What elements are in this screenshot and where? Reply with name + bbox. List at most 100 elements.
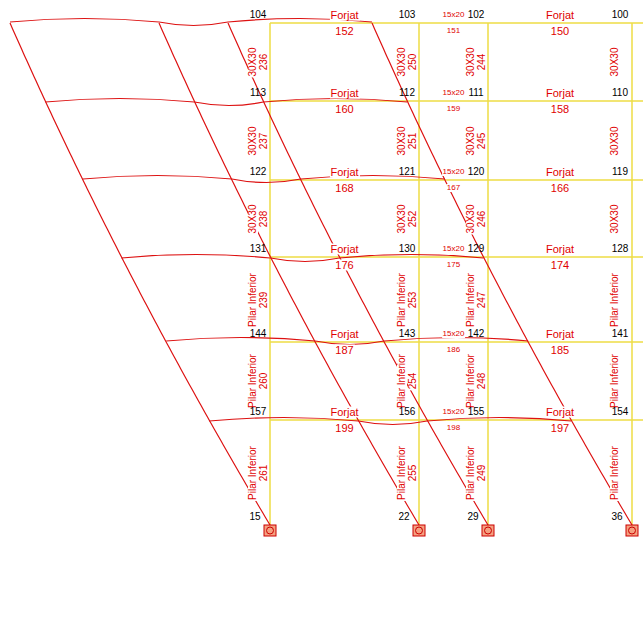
- column-label: 30X30: [610, 47, 620, 78]
- joint-number: 129: [468, 244, 485, 254]
- beam-label: 160: [334, 104, 354, 115]
- column-label: 30X30: [397, 125, 407, 156]
- beam-label: 166: [550, 183, 570, 194]
- joint-number: 104: [250, 10, 267, 20]
- beam-label: Forjat: [329, 329, 359, 340]
- beam-label: Forjat: [329, 10, 359, 21]
- column-label: 30X30: [397, 47, 407, 78]
- support-number: 15: [249, 512, 260, 522]
- beam-label: 15x20: [442, 330, 466, 338]
- column-label: 253: [408, 290, 418, 309]
- beam-label: Forjat: [329, 244, 359, 255]
- support-symbol: [267, 527, 274, 534]
- column-label: Pilar Inferior: [397, 272, 407, 328]
- column-label: 255: [408, 463, 418, 482]
- joint-number: 103: [399, 10, 416, 20]
- joint-number: 119: [612, 167, 628, 177]
- column-label: 246: [477, 209, 487, 228]
- support-symbol: [629, 527, 636, 534]
- column-label: Pilar Inferior: [397, 445, 407, 501]
- support-number: 29: [467, 512, 478, 522]
- column-label: 30X30: [610, 203, 620, 234]
- joint-number: 157: [250, 407, 267, 417]
- support-symbol: [416, 527, 423, 534]
- beam-label: 186: [446, 346, 461, 354]
- beam-label: 15x20: [442, 408, 466, 416]
- deformed-beam: [209, 418, 571, 425]
- joint-number: 144: [250, 329, 267, 339]
- joint-number: 155: [468, 407, 485, 417]
- column-label: 244: [477, 53, 487, 72]
- joint-number: 142: [468, 329, 485, 339]
- joint-number: 111: [468, 88, 483, 98]
- deformed-column: [372, 23, 632, 525]
- column-label: 30X30: [466, 203, 476, 234]
- beam-line: [270, 100, 643, 102]
- column-label: 238: [259, 209, 269, 228]
- beam-label: Forjat: [329, 88, 359, 99]
- joint-number: 154: [612, 407, 629, 417]
- column-label: 30X30: [466, 125, 476, 156]
- beam-label: 158: [550, 104, 570, 115]
- column-line: [487, 23, 489, 525]
- column-label: Pilar Inferior: [248, 445, 258, 501]
- column-label: 30X30: [610, 125, 620, 156]
- beam-label: 168: [334, 183, 354, 194]
- joint-number: 102: [468, 10, 485, 20]
- column-label: 30X30: [466, 47, 476, 78]
- beam-label: 174: [550, 260, 570, 271]
- joint-number: 100: [612, 10, 629, 20]
- column-label: Pilar Inferior: [466, 445, 476, 501]
- beam-label: 176: [334, 260, 354, 271]
- beam-label: 15x20: [442, 168, 466, 176]
- beam-label: Forjat: [545, 167, 575, 178]
- column-line: [418, 23, 420, 525]
- beam-label: 15x20: [442, 245, 466, 253]
- column-label: 251: [408, 131, 418, 150]
- joint-number: 128: [612, 244, 629, 254]
- beam-label: 197: [550, 423, 570, 434]
- column-label: Pilar Inferior: [610, 445, 620, 501]
- beam-label: 150: [550, 26, 570, 37]
- beam-label: Forjat: [329, 167, 359, 178]
- beam-label: 167: [446, 184, 461, 192]
- beam-label: Forjat: [545, 329, 575, 340]
- beam-label: Forjat: [545, 88, 575, 99]
- column-label: 260: [259, 372, 269, 391]
- joint-number: 156: [399, 407, 416, 417]
- column-label: 247: [477, 290, 487, 309]
- beam-line: [270, 419, 643, 421]
- support-symbol: [626, 525, 638, 536]
- deformed-column: [228, 23, 488, 525]
- beam-line: [270, 256, 643, 258]
- joint-number: 143: [399, 329, 416, 339]
- column-label: 261: [259, 463, 269, 482]
- column-label: 239: [259, 290, 269, 309]
- joint-number: 120: [468, 167, 485, 177]
- beam-label: 175: [446, 261, 461, 269]
- joint-number: 121: [399, 167, 416, 177]
- column-label: Pilar Inferior: [466, 272, 476, 328]
- column-label: 252: [408, 209, 418, 228]
- beam-label: 15x20: [442, 11, 466, 19]
- column-label: 248: [477, 372, 487, 391]
- column-label: 249: [477, 463, 487, 482]
- beam-line: [270, 179, 643, 181]
- column-label: 236: [259, 53, 269, 72]
- support-symbol: [413, 525, 425, 536]
- column-label: 254: [408, 372, 418, 391]
- column-label: 245: [477, 131, 487, 150]
- joint-number: 122: [250, 167, 267, 177]
- column-label: 237: [259, 131, 269, 150]
- beam-label: 152: [334, 26, 354, 37]
- joint-number: 131: [250, 244, 267, 254]
- column-label: 30X30: [248, 125, 258, 156]
- beam-label: Forjat: [545, 10, 575, 21]
- beam-label: Forjat: [545, 244, 575, 255]
- beam-label: 151: [446, 27, 461, 35]
- beam-label: 187: [334, 345, 354, 356]
- beam-label: 185: [550, 345, 570, 356]
- column-label: 30X30: [248, 203, 258, 234]
- column-label: 250: [408, 53, 418, 72]
